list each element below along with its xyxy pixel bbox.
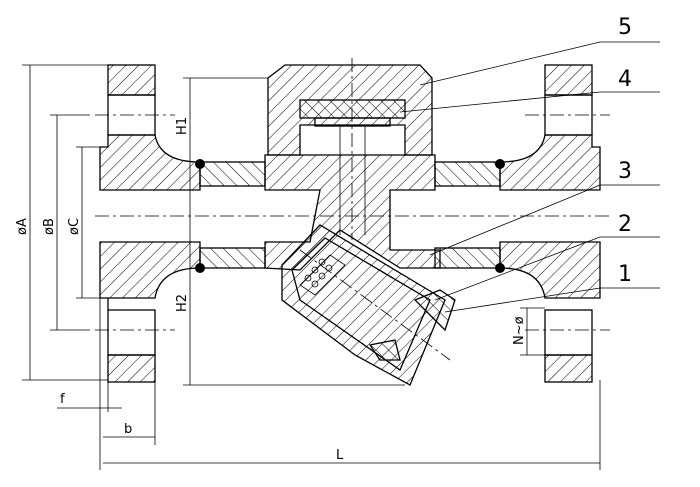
dim-label-h2: H2 xyxy=(175,294,190,312)
right-flange xyxy=(499,64,601,383)
valve-body xyxy=(264,154,456,386)
left-flange xyxy=(99,64,201,383)
leader-lines xyxy=(399,41,660,313)
part-number-2: 2 xyxy=(618,212,632,237)
dim-label-oC: øC xyxy=(67,218,82,235)
dim-label-f: f xyxy=(60,392,65,407)
dim-label-h1: H1 xyxy=(175,117,190,135)
dim-label-oB: øB xyxy=(42,218,57,235)
part-number-5: 5 xyxy=(618,15,632,40)
socket-inserts xyxy=(195,159,505,273)
cap-nut xyxy=(267,64,433,235)
center-lines xyxy=(95,58,610,361)
dim-label-oA: øA xyxy=(15,218,30,235)
part-number-3: 3 xyxy=(618,159,632,184)
part-number-1: 1 xyxy=(618,262,632,287)
dim-label-b: b xyxy=(124,422,132,437)
dim-label-n: N~ø xyxy=(512,316,527,345)
dimension-lines xyxy=(22,64,601,470)
part-number-4: 4 xyxy=(618,67,632,92)
dim-label-l: L xyxy=(336,448,344,463)
